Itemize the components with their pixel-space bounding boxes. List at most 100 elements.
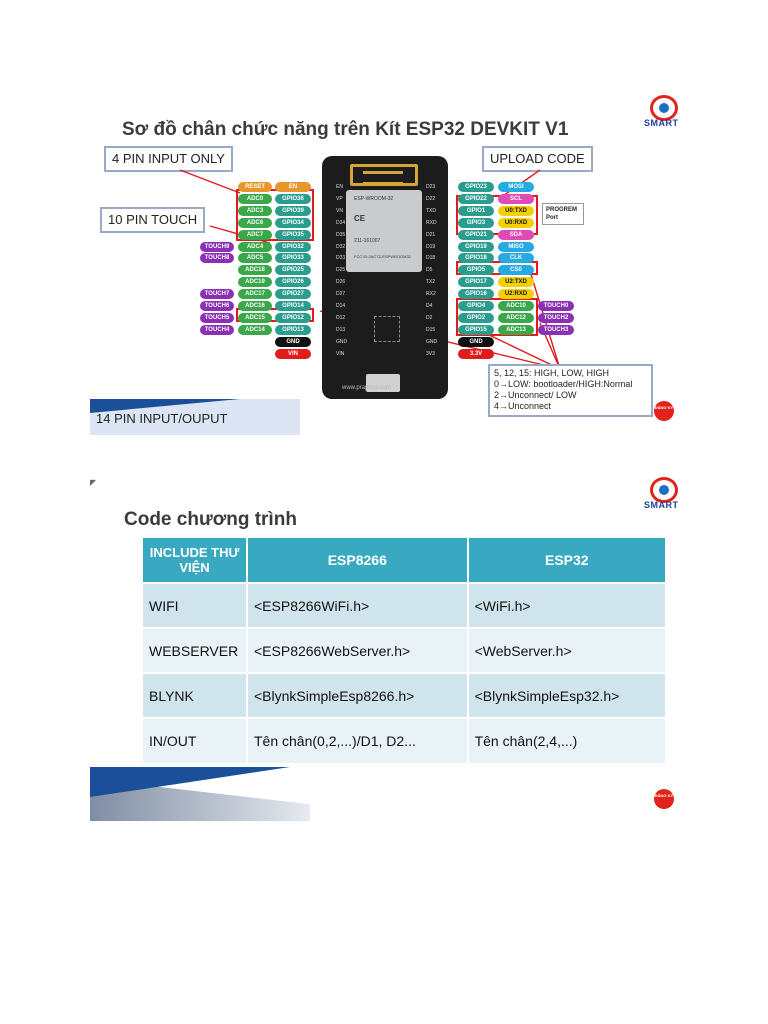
pin-label-touch: TOUCH5 [200, 312, 234, 323]
pinout-slide: SMART Sơ đồ chân chức năng trên Kít ESP3… [90, 93, 678, 435]
smart-logo: SMART [644, 477, 678, 515]
board-pin-number: GND [426, 338, 438, 345]
pin-label-function: ADC13 [498, 324, 534, 335]
table-cell: <BlynkSimpleEsp8266.h> [247, 672, 469, 718]
board-pin-number: D25 [336, 267, 346, 274]
callout-io: 14 PIN INPUT/OUPUT [96, 411, 228, 426]
pin-label-gpio: GND [275, 336, 311, 347]
pin-label-gpio: GPIO2 [458, 312, 494, 323]
pin-label-gpio: GPIO14 [275, 301, 311, 311]
program-port-label: PROGREM Port [542, 203, 584, 225]
footer-bar: 14 PIN INPUT/OUPUT [90, 399, 300, 435]
pin-label-function: CLK [498, 253, 534, 264]
pin-label-adc: ADC16 [238, 301, 272, 311]
pin-label-gpio: GPIO36 [275, 193, 311, 204]
board-pin-number: D21 [426, 231, 436, 238]
pin-label-adc: ADC0 [238, 193, 272, 204]
table-row: WIFI <ESP8266WiFi.h> <WiFi.h> [143, 582, 668, 628]
callout-input-only: 4 PIN INPUT ONLY [104, 146, 233, 172]
table-row: WEBSERVER <ESP8266WebServer.h> <WebServe… [143, 627, 668, 673]
pin-label-adc: ADC3 [238, 205, 272, 216]
slide-title: Code chương trình [124, 509, 297, 530]
esp32-board: ESP-WROOM-32 CE 211-161007 FCC ID:2AC7Z-… [322, 156, 448, 399]
board-pin-number: D14 [336, 303, 346, 309]
board-pin-number: D18 [426, 255, 436, 262]
code-slide: ◤ SMART Code chương trình INCLUDE THƯ VI… [90, 475, 678, 821]
pin-label-adc: ADC18 [238, 265, 272, 276]
board-pin-number: RX2 [426, 291, 436, 298]
pin-label-touch: TOUCH2 [538, 312, 574, 323]
pin-label-gpio: GPIO15 [458, 324, 494, 335]
pin-label-gpio: GND [458, 336, 494, 347]
slide-title: Sơ đồ chân chức năng trên Kít ESP32 DEVK… [122, 119, 569, 140]
pin-label-function: MISO [498, 241, 534, 252]
board-pin-number: RXD [426, 219, 437, 226]
corner-mark-icon: ◤ [90, 478, 97, 487]
register-badge[interactable]: ĐĂNG KÝ [654, 789, 674, 809]
pin-label-function: MOSI [498, 182, 534, 192]
board-pin-number: D5 [426, 267, 433, 274]
table-cell: Tên chân(0,2,...)/D1, D2... [247, 717, 469, 763]
board-pin-number: D23 [426, 184, 436, 190]
pin-label-touch: TOUCH9 [200, 241, 234, 252]
pin-label-gpio: GPIO3 [458, 217, 494, 228]
pin-label-gpio: GPIO1 [458, 205, 494, 216]
pin-label-adc: ADC15 [238, 312, 272, 323]
pin-label-gpio: GPIO19 [458, 241, 494, 252]
register-badge[interactable]: ĐĂNG KÝ [654, 401, 674, 421]
table-cell: <BlynkSimpleEsp32.h> [467, 672, 668, 718]
pin-label-gpio: GPIO5 [458, 265, 494, 276]
board-website: www.praphas.com [342, 385, 392, 391]
pin-label-gpio: GPIO34 [275, 217, 311, 228]
header-esp8266: ESP8266 [247, 538, 469, 583]
pin-label-gpio: EN [275, 182, 311, 192]
module-cert: 211-161007 [354, 238, 381, 244]
note-line: 2→Unconnect/ LOW [494, 390, 577, 400]
table-cell: <WiFi.h> [467, 582, 668, 628]
pin-label-function: SCL [498, 193, 534, 204]
footer-blue-wedge [90, 767, 290, 797]
pin-label-gpio: VIN [275, 348, 311, 359]
board-pin-number: D2 [426, 314, 433, 321]
logo-emblem-icon [650, 477, 678, 503]
board-pin-number: D26 [336, 279, 346, 286]
board-pin-number: TX2 [426, 279, 436, 286]
library-table: INCLUDE THƯ VIỆN ESP8266 ESP32 WIFI <ESP… [143, 538, 668, 763]
note-line: 0→LOW: bootloader/HIGH:Normal [494, 379, 633, 389]
pin-label-gpio: 3.3V [458, 348, 494, 359]
table-cell: WIFI [143, 582, 248, 628]
pin-label-function: U0:TXD [498, 205, 534, 216]
board-pin-number: D13 [336, 326, 346, 333]
pin-label-adc: ADC5 [238, 253, 272, 264]
board-pin-number: D15 [426, 326, 436, 333]
pin-label-touch: TOUCH7 [200, 289, 234, 300]
callout-touch: 10 PIN TOUCH [100, 207, 206, 233]
header-esp32: ESP32 [467, 538, 668, 583]
pin-label-gpio: GPIO35 [275, 229, 311, 240]
table-header-row: INCLUDE THƯ VIỆN ESP8266 ESP32 [143, 538, 668, 583]
pin-label-gpio: GPIO32 [275, 241, 311, 252]
board-pin-number: 3V3 [426, 350, 435, 357]
pin-label-gpio: GPIO17 [458, 277, 494, 288]
pin-label-function: ADC12 [498, 312, 534, 323]
pin-label-function: ADC10 [498, 301, 534, 311]
logo-emblem-icon [650, 95, 678, 121]
gpio5-highlight [456, 261, 538, 275]
module-name: ESP-WROOM-32 [354, 196, 394, 202]
pin-label-gpio: GPIO16 [458, 289, 494, 300]
pin-label-function: U2:TXD [498, 277, 534, 288]
strapping-note: 5, 12, 15: HIGH, LOW, HIGH 0→LOW: bootlo… [488, 364, 653, 417]
header-include: INCLUDE THƯ VIỆN [143, 538, 248, 583]
board-pin-number: D4 [426, 303, 433, 309]
pin-label-gpio: GPIO27 [275, 289, 311, 300]
module-fcc: FCC ID:2AC7Z-ESPWROOM32 [354, 254, 411, 259]
logo-text: SMART [644, 500, 678, 510]
pin-label-gpio: GPIO22 [458, 193, 494, 204]
pin-label-gpio: GPIO12 [275, 312, 311, 323]
board-pin-number: EN [336, 184, 343, 190]
arrow-input-only [179, 169, 241, 194]
module-shield: ESP-WROOM-32 CE 211-161007 FCC ID:2AC7Z-… [346, 190, 422, 272]
table-cell: WEBSERVER [143, 627, 248, 673]
board-pin-number: D12 [336, 314, 346, 321]
logo-text: SMART [644, 118, 678, 128]
